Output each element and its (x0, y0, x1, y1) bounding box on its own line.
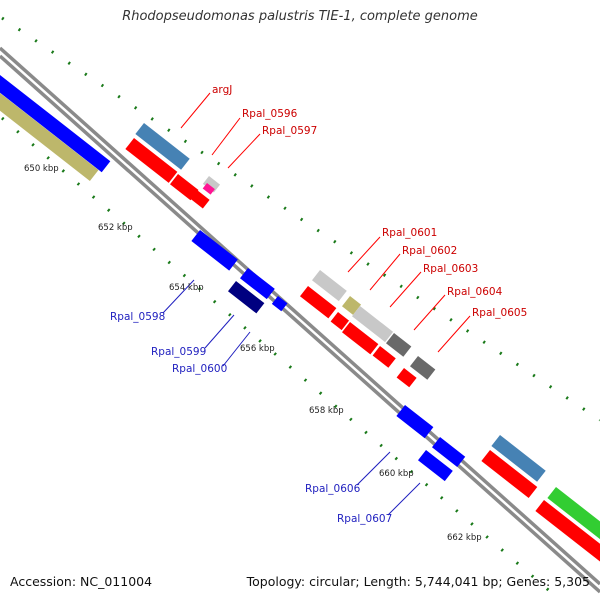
leader-Rpal_0607 (387, 482, 421, 516)
reverse-gene-labels: Rpal_0598 Rpal_0599 Rpal_0600 Rpal_0606 … (110, 311, 392, 525)
gene-red-3[interactable] (330, 312, 350, 331)
tick-rails (1, 16, 600, 600)
gene-khaki-left[interactable] (0, 93, 99, 181)
genome-backbone (0, 46, 600, 594)
kbp-654: 654 kbp (169, 283, 204, 293)
leader-Rpal_0597 (227, 133, 261, 169)
gene-Rpal_0600[interactable] (227, 281, 265, 314)
label-Rpal_0603[interactable]: Rpal_0603 (423, 263, 478, 275)
gene-red-5[interactable] (372, 346, 396, 368)
gene-Rpal_0601[interactable] (311, 270, 347, 302)
kbp-660: 660 kbp (379, 469, 414, 479)
label-Rpal_0597[interactable]: Rpal_0597 (262, 125, 317, 137)
kbp-labels: 650 kbp 652 kbp 654 kbp 656 kbp 658 kbp … (24, 164, 482, 543)
gene-red-6[interactable] (396, 368, 417, 388)
leader-Rpal_0604 (413, 294, 446, 331)
gene-argJ[interactable] (135, 123, 190, 170)
gene-Rpal_0605[interactable] (409, 356, 436, 380)
gene-green-br[interactable] (547, 486, 600, 542)
outer-tick-rail (1, 16, 600, 422)
inner-tick-rail (1, 116, 561, 600)
accession-text: Accession: NC_011004 (10, 574, 153, 589)
gene-Rpal_0607[interactable] (417, 450, 453, 482)
leader-argJ (180, 92, 211, 129)
kbp-658: 658 kbp (309, 406, 344, 416)
gene-Rpal_0602[interactable] (341, 296, 362, 315)
label-Rpal_0601[interactable]: Rpal_0601 (382, 227, 437, 239)
gene-Rpal_0606[interactable] (396, 405, 434, 439)
gene-Rpal_0596[interactable] (169, 174, 199, 201)
forward-leaders (180, 92, 471, 353)
kbp-656: 656 kbp (240, 344, 275, 354)
label-Rpal_0604[interactable]: Rpal_0604 (447, 286, 503, 298)
gene-steelblue-br[interactable] (491, 435, 546, 482)
label-Rpal_0599[interactable]: Rpal_0599 (151, 346, 206, 358)
gene-blue-left[interactable] (0, 75, 111, 173)
label-Rpal_0600[interactable]: Rpal_0600 (172, 363, 227, 375)
leader-Rpal_0605 (437, 315, 471, 353)
genes (0, 75, 600, 567)
genome-summary: Topology: circular; Length: 5,744,041 bp… (246, 574, 590, 589)
leader-Rpal_0600 (222, 331, 251, 367)
label-argJ[interactable]: argJ (212, 84, 232, 96)
label-Rpal_0602[interactable]: Rpal_0602 (402, 245, 457, 257)
reverse-leaders (162, 279, 421, 516)
backbone-inner (0, 54, 600, 594)
gene-Rpal_0604[interactable] (385, 333, 412, 357)
leader-Rpal_0606 (356, 451, 391, 486)
gene-red-1[interactable] (125, 138, 178, 183)
leader-Rpal_0603 (389, 271, 422, 308)
gene-blue-small[interactable] (271, 296, 288, 312)
kbp-652: 652 kbp (98, 223, 133, 233)
leader-Rpal_0598 (162, 279, 195, 314)
gene-red-br[interactable] (481, 450, 538, 498)
gene-Rpal_0597[interactable] (202, 176, 221, 193)
leader-Rpal_0601 (347, 236, 381, 273)
gene-red-small[interactable] (190, 190, 210, 209)
gene-blue-0606b[interactable] (431, 437, 466, 467)
forward-gene-labels: argJ Rpal_0596 Rpal_0597 Rpal_0601 Rpal_… (212, 84, 527, 319)
leader-Rpal_0602 (369, 253, 401, 291)
gene-Rpal_0598[interactable] (191, 230, 238, 271)
gene-Rpal_0603[interactable] (351, 306, 394, 343)
leader-Rpal_0599 (204, 314, 235, 349)
gene-red-br2[interactable] (535, 499, 600, 567)
backbone-outer (0, 46, 600, 586)
gene-red-4[interactable] (341, 322, 379, 355)
map-title: Rhodopseudomonas palustris TIE-1, comple… (122, 9, 478, 24)
label-Rpal_0605[interactable]: Rpal_0605 (472, 307, 527, 319)
label-Rpal_0606[interactable]: Rpal_0606 (305, 483, 361, 495)
gene-pink[interactable] (202, 183, 215, 195)
kbp-662: 662 kbp (447, 533, 482, 543)
gene-Rpal_0599[interactable] (239, 268, 275, 300)
label-Rpal_0598[interactable]: Rpal_0598 (110, 311, 165, 323)
leader-Rpal_0596 (211, 117, 241, 156)
label-Rpal_0607[interactable]: Rpal_0607 (337, 513, 392, 525)
kbp-650: 650 kbp (24, 164, 59, 174)
gene-red-2[interactable] (299, 286, 337, 319)
label-Rpal_0596[interactable]: Rpal_0596 (242, 108, 298, 120)
